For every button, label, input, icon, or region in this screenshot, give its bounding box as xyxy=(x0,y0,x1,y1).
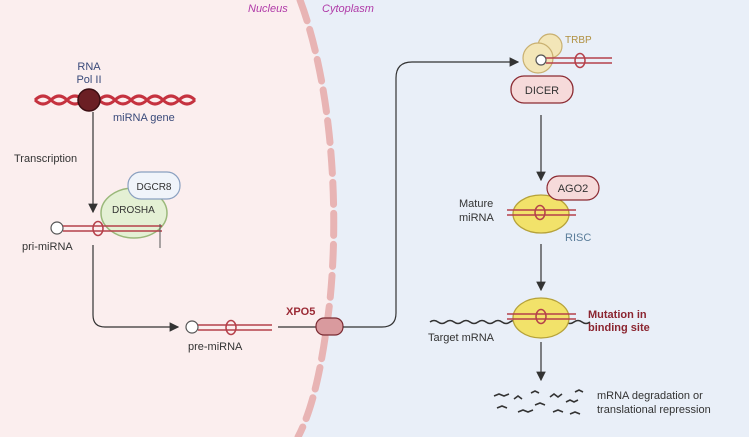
rna-pol-label-line1: RNA xyxy=(77,61,101,73)
nuclear-membrane xyxy=(294,0,338,441)
ago2-label: AGO2 xyxy=(558,183,589,195)
mature-mirna-label-line1: Mature xyxy=(459,198,493,210)
dgcr8-label: DGCR8 xyxy=(136,182,171,193)
drosha-label: DROSHA xyxy=(112,205,155,216)
bound-mirna-duplex xyxy=(507,308,576,325)
risc-label: RISC xyxy=(565,232,591,244)
target-mrna-label: Target mRNA xyxy=(428,332,495,344)
rna-pol-label-line2: Pol II xyxy=(76,74,101,86)
mirna-gene-label: miRNA gene xyxy=(113,112,175,124)
cytoplasm-label: Cytoplasm xyxy=(322,3,374,15)
mutation-label-line2: binding site xyxy=(588,322,650,334)
rna-pol-ii-enzyme xyxy=(77,88,101,112)
mirna-gene-dna xyxy=(33,94,197,106)
nucleus-label: Nucleus xyxy=(248,3,288,15)
mutation-label-line1: Mutation in xyxy=(588,309,647,321)
pre-mirna-molecule xyxy=(185,319,272,336)
pri-mirna-label: pri-miRNA xyxy=(22,241,73,253)
dicer-label: DICER xyxy=(525,85,559,97)
xpo5-exporter xyxy=(315,317,344,336)
risc-bound-complex xyxy=(512,297,570,339)
degraded-mrna-fragments xyxy=(493,389,584,415)
mature-mirna-label-line2: miRNA xyxy=(459,212,494,224)
transcription-label: Transcription xyxy=(14,153,77,165)
trbp-label: TRBP xyxy=(565,35,592,46)
dicer-enzyme xyxy=(510,75,574,104)
mature-mirna-duplex xyxy=(507,204,576,221)
ago2-protein xyxy=(546,175,600,201)
risc-complex xyxy=(512,194,570,234)
export-arrow xyxy=(343,57,520,328)
drosha-processing-arrow xyxy=(92,245,180,332)
dgcr8-protein xyxy=(127,171,181,200)
dicer-bound-pre-mirna xyxy=(535,52,612,69)
xpo5-label: XPO5 xyxy=(286,306,315,318)
degradation-label-line2: translational repression xyxy=(597,404,711,416)
degradation-label-line1: mRNA degradation or xyxy=(597,390,703,402)
pri-mirna-molecule xyxy=(50,220,162,248)
pre-mirna-label: pre-miRNA xyxy=(188,341,243,353)
